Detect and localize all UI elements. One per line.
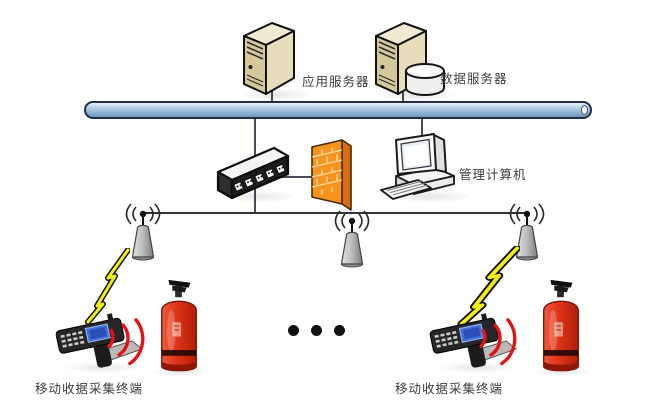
fire-extinguisher-icon-left	[152, 278, 206, 374]
node-management-computer	[380, 128, 472, 206]
signal-waves-icon-left	[98, 309, 158, 374]
tower-server-icon	[243, 22, 295, 95]
firewall-icon	[308, 139, 358, 211]
dot-icon	[288, 325, 299, 336]
shadow	[532, 366, 594, 377]
tower-server-icon	[375, 22, 427, 95]
network-switch-icon	[216, 146, 298, 208]
pipe-end-cap-icon	[581, 105, 588, 115]
fire-extinguisher-icon-right	[534, 278, 588, 374]
handheld-terminal-icon-left	[52, 306, 148, 372]
wireless-antenna-icon-left	[115, 201, 171, 263]
handheld-terminal-icon-right	[426, 306, 522, 372]
management-computer-label: 管理计算机	[459, 168, 527, 182]
node-data-server	[370, 18, 432, 96]
node-app-server	[238, 18, 300, 96]
database-cylinder-icon	[403, 61, 447, 98]
link-backbone-computer	[421, 118, 423, 140]
signal-waves-icon-right	[470, 309, 530, 374]
data-server-label: 数据服务器	[440, 72, 508, 86]
wireless-antenna-icon-middle	[324, 208, 380, 270]
dot-icon	[334, 325, 345, 336]
app-server-label: 应用服务器	[302, 75, 370, 89]
link-switch-firewall	[255, 176, 332, 178]
network-backbone-pipe	[84, 101, 592, 119]
lightning-bolt-icon-right	[456, 246, 520, 326]
dot-icon	[311, 325, 322, 336]
ellipsis-dots	[288, 323, 357, 341]
wireless-antenna-icon-right	[499, 201, 555, 263]
lightning-bolt-icon-left	[84, 248, 130, 324]
mobile-terminal-label-right: 移动收据采集终端	[395, 382, 504, 396]
link-dataserver-backbone	[402, 90, 404, 103]
desktop-computer-icon	[380, 133, 455, 200]
antenna-bus-line	[143, 212, 527, 214]
shadow	[238, 88, 314, 102]
link-appserver-backbone	[271, 90, 273, 103]
mobile-terminal-label-left: 移动收据采集终端	[35, 382, 144, 396]
shadow	[150, 366, 212, 377]
